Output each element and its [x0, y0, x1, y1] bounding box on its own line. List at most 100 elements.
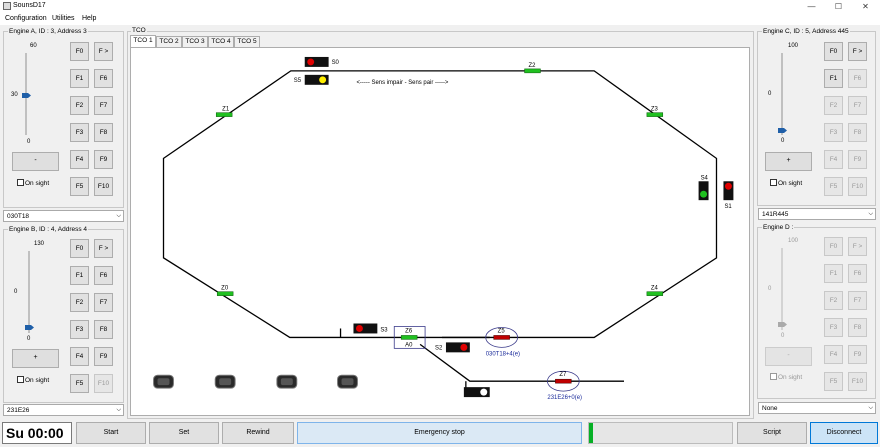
maximize-icon[interactable]: ☐ — [834, 2, 843, 11]
engine-d-function-button-f7[interactable]: F7 — [848, 291, 867, 310]
engine-b-function-button-f1[interactable]: F1 — [70, 266, 89, 285]
engine-b-function-button-fnext[interactable]: F > — [94, 239, 113, 258]
tab-tco-1[interactable]: TCO 1 — [130, 35, 156, 47]
engine-a-function-button-f7[interactable]: F7 — [94, 96, 113, 115]
engine-c-function-button-f9[interactable]: F9 — [848, 150, 867, 169]
engine-a-function-button-f1[interactable]: F1 — [70, 69, 89, 88]
engine-d-function-button-f5[interactable]: F5 — [824, 372, 843, 391]
engine-a-function-button-f0[interactable]: F0 — [70, 42, 89, 61]
engine-d-function-button-f0[interactable]: F0 — [824, 237, 843, 256]
engine-c-function-button-f4[interactable]: F4 — [824, 150, 843, 169]
zone-z7-marker[interactable] — [555, 378, 572, 384]
engine-b-function-button-f6[interactable]: F6 — [94, 266, 113, 285]
engine-b-function-button-f8[interactable]: F8 — [94, 320, 113, 339]
signal-s1-body[interactable] — [723, 181, 734, 201]
disconnect-button[interactable]: Disconnect — [810, 422, 878, 444]
engine-a-function-button-f6[interactable]: F6 — [94, 69, 113, 88]
engine-a-function-button-f3[interactable]: F3 — [70, 123, 89, 142]
engine-d-function-button-f9[interactable]: F9 — [848, 345, 867, 364]
engine-a-function-button-f2[interactable]: F2 — [70, 96, 89, 115]
engine-a-function-button-f10[interactable]: F10 — [94, 177, 113, 196]
engine-c-function-button-f1[interactable]: F1 — [824, 69, 843, 88]
engine-d-direction-button[interactable]: - — [765, 347, 812, 366]
loco-icon-3[interactable] — [276, 374, 298, 389]
loco-icon-2[interactable] — [214, 374, 236, 389]
menu-utilities[interactable]: Utilities — [52, 15, 75, 22]
engine-c-direction-button[interactable]: + — [765, 152, 812, 171]
engine-b-function-button-f5[interactable]: F5 — [70, 374, 89, 393]
zone-z3-marker[interactable] — [646, 112, 664, 117]
tab-tco-4[interactable]: TCO 4 — [208, 36, 234, 47]
engine-c-function-button-f8[interactable]: F8 — [848, 123, 867, 142]
set-button[interactable]: Set — [149, 422, 219, 444]
engine-c-function-button-f0[interactable]: F0 — [824, 42, 843, 61]
engine-b-function-button-f4[interactable]: F4 — [70, 347, 89, 366]
engine-c-function-button-f6[interactable]: F6 — [848, 69, 867, 88]
engine-a-slider-thumb[interactable] — [22, 93, 31, 98]
buffer-stop-body[interactable] — [463, 387, 490, 398]
engine-c-function-button-f5[interactable]: F5 — [824, 177, 843, 196]
engine-d-speed-slider[interactable] — [781, 248, 783, 330]
engine-a-function-button-f5[interactable]: F5 — [70, 177, 89, 196]
loco-icon-1[interactable] — [153, 374, 174, 389]
engine-d-function-button-f6[interactable]: F6 — [848, 264, 867, 283]
tab-tco-5[interactable]: TCO 5 — [234, 36, 260, 47]
engine-b-function-button-f9[interactable]: F9 — [94, 347, 113, 366]
engine-c-select[interactable]: 141R445⌵ — [758, 208, 876, 220]
zone-z1-marker[interactable] — [215, 112, 233, 117]
close-icon[interactable]: ✕ — [862, 2, 869, 11]
emergency-stop-button[interactable]: Emergency stop — [297, 422, 582, 444]
engine-b-slider-thumb[interactable] — [25, 325, 34, 330]
engine-a-select[interactable]: 030T18⌵ — [3, 210, 124, 222]
engine-d-slider-thumb[interactable] — [778, 322, 787, 327]
engine-d-function-button-fnext[interactable]: F > — [848, 237, 867, 256]
zone-z4-marker[interactable] — [646, 291, 664, 296]
engine-c-function-button-f2[interactable]: F2 — [824, 96, 843, 115]
zone-z6-marker[interactable] — [400, 335, 418, 340]
engine-c-function-button-fnext[interactable]: F > — [848, 42, 867, 61]
engine-d-function-button-f8[interactable]: F8 — [848, 318, 867, 337]
signal-s5-body[interactable] — [304, 74, 329, 85]
menu-configuration[interactable]: Configuration — [5, 15, 47, 22]
engine-a-function-button-f4[interactable]: F4 — [70, 150, 89, 169]
engine-d-function-button-f10[interactable]: F10 — [848, 372, 867, 391]
signal-s0-body[interactable] — [304, 56, 329, 67]
zone-z5-marker[interactable] — [493, 335, 510, 340]
engine-c-speed-slider[interactable] — [781, 53, 783, 135]
signal-s2-body[interactable] — [445, 342, 470, 353]
engine-d-function-button-f2[interactable]: F2 — [824, 291, 843, 310]
loco-icon-4[interactable] — [337, 374, 358, 389]
engine-a-function-button-fnext[interactable]: F > — [94, 42, 113, 61]
engine-a-function-button-f8[interactable]: F8 — [94, 123, 113, 142]
engine-b-function-button-f2[interactable]: F2 — [70, 293, 89, 312]
engine-a-on-sight-checkbox[interactable]: On sight — [17, 179, 49, 187]
engine-c-function-button-f7[interactable]: F7 — [848, 96, 867, 115]
menu-help[interactable]: Help — [82, 15, 97, 22]
script-button[interactable]: Script — [737, 422, 807, 444]
engine-a-function-button-f9[interactable]: F9 — [94, 150, 113, 169]
engine-c-slider-thumb[interactable] — [778, 128, 787, 133]
engine-d-function-button-f4[interactable]: F4 — [824, 345, 843, 364]
engine-c-function-button-f10[interactable]: F10 — [848, 177, 867, 196]
engine-b-on-sight-checkbox[interactable]: On sight — [17, 376, 49, 384]
engine-b-speed-slider[interactable] — [28, 251, 30, 333]
engine-b-function-button-f0[interactable]: F0 — [70, 239, 89, 258]
engine-a-direction-button[interactable]: - — [12, 152, 59, 171]
engine-c-function-button-f3[interactable]: F3 — [824, 123, 843, 142]
engine-b-select[interactable]: 231E26⌵ — [3, 404, 124, 416]
engine-d-select[interactable]: None⌵ — [758, 402, 876, 414]
engine-b-direction-button[interactable]: + — [12, 349, 59, 368]
engine-b-function-button-f3[interactable]: F3 — [70, 320, 89, 339]
signal-s3-body[interactable] — [353, 323, 378, 334]
zone-z0-marker[interactable] — [216, 291, 234, 296]
start-button[interactable]: Start — [76, 422, 146, 444]
tab-tco-2[interactable]: TCO 2 — [156, 36, 182, 47]
engine-b-function-button-f7[interactable]: F7 — [94, 293, 113, 312]
engine-d-function-button-f1[interactable]: F1 — [824, 264, 843, 283]
engine-c-on-sight-checkbox[interactable]: On sight — [770, 179, 802, 187]
tab-tco-3[interactable]: TCO 3 — [182, 36, 208, 47]
engine-d-on-sight-checkbox[interactable]: On sight — [770, 373, 802, 381]
minimize-icon[interactable]: — — [807, 2, 816, 11]
zone-z2-marker[interactable] — [524, 68, 541, 74]
rewind-button[interactable]: Rewind — [222, 422, 294, 444]
